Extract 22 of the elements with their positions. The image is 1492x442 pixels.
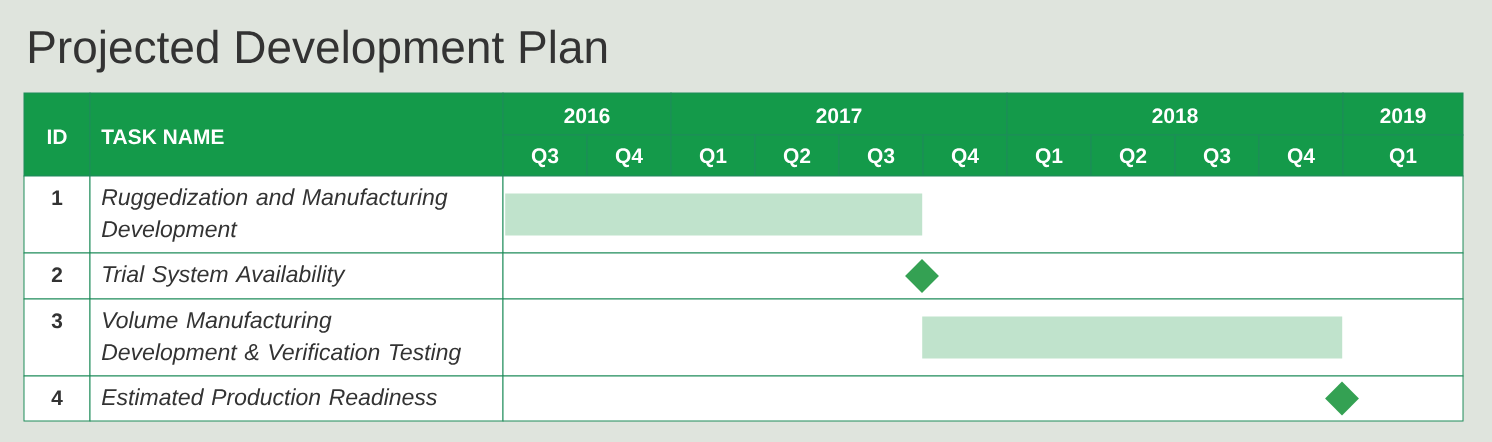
- milestone-diamond: [905, 259, 939, 293]
- header-cell: Q4: [922, 134, 1008, 177]
- table-cell: 2: [23, 252, 91, 300]
- header-cell: Q1: [1342, 134, 1464, 177]
- header-cell: Q4: [586, 134, 672, 177]
- header-cell: Q3: [502, 134, 588, 177]
- gantt-bar: [922, 316, 1343, 359]
- header-cell: Q4: [1258, 134, 1344, 177]
- table-cell: 4: [23, 375, 91, 422]
- title: Projected Development Plan: [30, 29, 607, 73]
- header-cell: Q3: [1174, 134, 1260, 177]
- header-cell: ID: [23, 92, 91, 177]
- header-cell: Q2: [754, 134, 840, 177]
- header-cell: 2019: [1342, 92, 1464, 136]
- table-cell: 3: [23, 298, 91, 377]
- header-cell: Q3: [838, 134, 924, 177]
- header-cell: Q2: [1090, 134, 1176, 177]
- milestone-diamond: [1325, 381, 1359, 416]
- header-cell: Q1: [670, 134, 756, 177]
- header-cell: Q1: [1006, 134, 1092, 177]
- gantt-bar: [505, 193, 923, 236]
- table-cell: 1: [23, 175, 91, 254]
